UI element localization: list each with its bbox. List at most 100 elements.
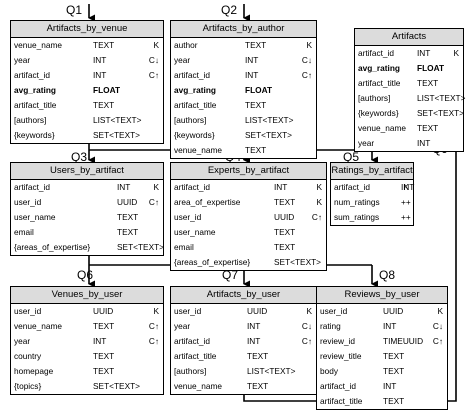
column-name: user_id	[14, 197, 42, 207]
column-name: artifact_id	[174, 336, 210, 346]
column-name: {keywords}	[14, 130, 55, 140]
table-title: Artifacts	[355, 29, 463, 46]
column-type: INT	[417, 138, 431, 148]
column-key: C↓	[432, 321, 443, 331]
column-row: [authors]LIST<TEXT>	[11, 113, 163, 128]
column-type: TIMEUUID	[383, 336, 424, 346]
column-key: K	[153, 40, 159, 50]
column-key: C↑	[311, 212, 322, 222]
column-name: artifact_id	[334, 182, 370, 192]
column-key: K	[153, 306, 159, 316]
column-type: LIST<TEXT>	[245, 115, 294, 125]
column-type: SET<TEXT>	[417, 108, 465, 118]
column-name: avg_rating	[358, 63, 400, 73]
column-name: {keywords}	[358, 108, 399, 118]
column-name: {topics}	[14, 381, 42, 391]
table-title: Ratings_by_artifact	[331, 163, 413, 180]
column-row: avg_rating FLOAT	[171, 83, 316, 98]
column-name: [authors]	[358, 93, 391, 103]
column-type: LIST<TEXT>	[93, 115, 142, 125]
column-key: C↑	[148, 197, 159, 207]
column-type: TEXT	[274, 242, 296, 252]
column-name: [authors]	[174, 115, 207, 125]
column-type: TEXT	[117, 227, 139, 237]
column-type: INT	[245, 55, 259, 65]
column-key: C↑	[148, 321, 159, 331]
column-name: year	[14, 336, 31, 346]
column-type: FLOAT	[93, 85, 121, 95]
column-type: LIST<TEXT>	[417, 93, 466, 103]
column-type: UUID	[117, 197, 138, 207]
column-row: [authors]LIST<TEXT>	[171, 364, 316, 379]
column-name: homepage	[14, 366, 54, 376]
column-type: SET<TEXT>	[245, 130, 293, 140]
column-type: SET<TEXT>	[93, 130, 141, 140]
column-name: area_of_expertise	[174, 197, 241, 207]
column-key: C↓	[148, 55, 159, 65]
column-name: year	[174, 55, 191, 65]
column-name: artifact_title	[174, 100, 217, 110]
column-row: author TEXT K	[171, 38, 316, 53]
column-name: user_name	[174, 227, 216, 237]
column-key: K	[306, 40, 312, 50]
column-type: SET<TEXT>	[274, 257, 322, 267]
column-key: K	[437, 306, 443, 316]
column-type: INT	[383, 321, 397, 331]
column-name: user_id	[320, 306, 348, 316]
column-type: INT	[245, 70, 259, 80]
column-row: {areas_of_expertise}SET<TEXT>	[171, 255, 326, 270]
column-key: C↑	[432, 336, 443, 346]
column-type: TEXT	[93, 40, 115, 50]
column-type: TEXT	[93, 100, 115, 110]
column-name: user_name	[14, 212, 56, 222]
column-type: TEXT	[245, 100, 267, 110]
column-type: ++	[401, 212, 411, 222]
column-key: K	[153, 182, 159, 192]
column-name: avg_rating	[174, 85, 216, 95]
column-name: user_id	[174, 212, 202, 222]
column-row: user_id UUID C↑	[171, 210, 326, 225]
column-type: TEXT	[383, 366, 405, 376]
column-type: FLOAT	[245, 85, 273, 95]
query-label-q8: Q8	[379, 268, 396, 282]
column-name: user_id	[14, 306, 42, 316]
column-type: TEXT	[245, 40, 267, 50]
column-type: TEXT	[417, 123, 439, 133]
column-type: INT	[247, 336, 261, 346]
query-label-q3: Q3	[71, 150, 88, 164]
column-type: TEXT	[383, 351, 405, 361]
column-type: TEXT	[274, 197, 296, 207]
column-name: artifact_id	[358, 48, 394, 58]
column-type: TEXT	[93, 351, 115, 361]
column-key: C↑	[148, 336, 159, 346]
column-type: UUID	[274, 212, 295, 222]
column-type: TEXT	[417, 78, 439, 88]
column-type: INT	[383, 381, 397, 391]
column-name: author	[174, 40, 198, 50]
column-name: {areas_of_expertise}	[14, 242, 91, 252]
column-name: year	[358, 138, 375, 148]
